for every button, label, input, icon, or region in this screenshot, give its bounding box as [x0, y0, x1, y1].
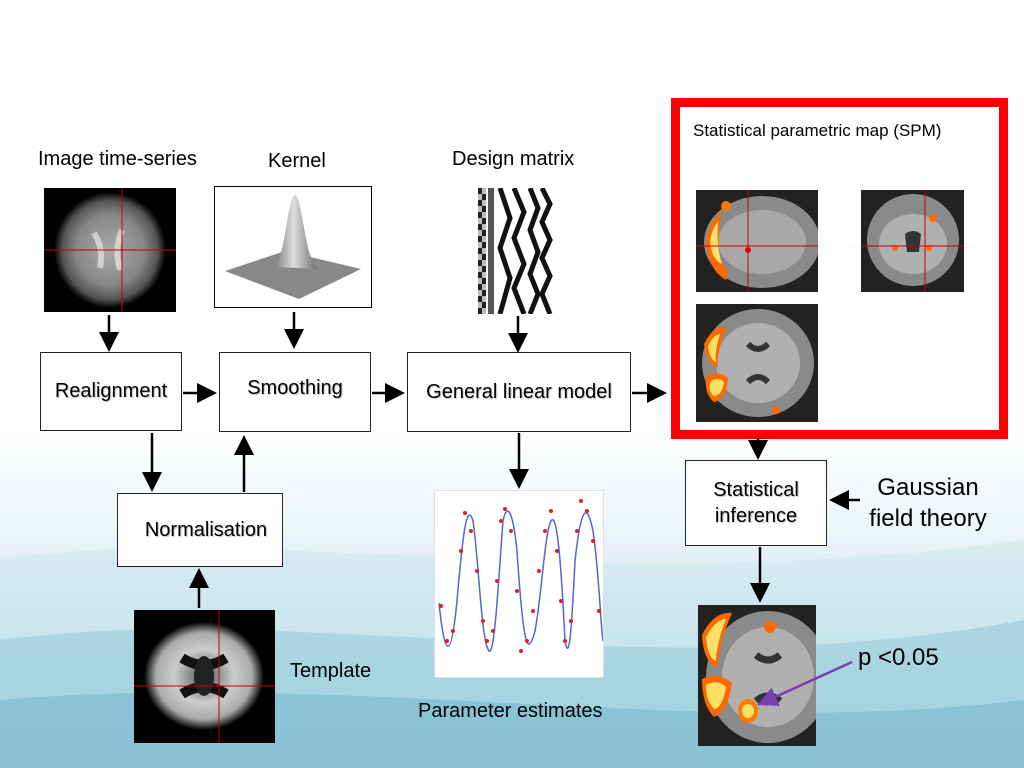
normalisation-box: Normalisation — [117, 493, 283, 567]
p-value-label: p <0.05 — [858, 644, 939, 671]
kernel-label: Kernel — [268, 150, 326, 172]
realignment-label: Realignment — [54, 380, 168, 402]
normalisation-label: Normalisation — [144, 518, 268, 541]
brain-time-series-image — [44, 188, 176, 312]
template-brain-image — [134, 610, 275, 743]
design-matrix-label: Design matrix — [452, 148, 575, 170]
general-linear-model-label: General linear model — [426, 380, 612, 403]
statistical-inference-box: Statistical inference — [685, 460, 827, 546]
parameter-estimates-plot — [434, 490, 604, 678]
spm-highlight-frame: Statistical parametric map (SPM) — [671, 98, 1008, 439]
gaussian-field-theory-label: Gaussian field theory — [869, 474, 987, 532]
statistical-inference-label: Statistical inference — [713, 479, 799, 527]
template-label: Template — [290, 660, 372, 682]
parameter-estimates-label: Parameter estimates — [418, 700, 603, 722]
realignment-box: Realignment — [40, 352, 182, 431]
spm-coronal-slice — [861, 190, 964, 292]
spm-result-image — [698, 605, 816, 746]
general-linear-model-box: General linear model — [407, 352, 631, 432]
design-matrix-image — [478, 188, 554, 314]
spm-axial-slice — [696, 304, 818, 422]
spm-sagittal-slice — [696, 190, 818, 292]
smoothing-label: Smoothing — [247, 376, 343, 399]
gaussian-kernel-image — [214, 186, 372, 308]
image-time-series-label: Image time-series — [38, 148, 197, 170]
smoothing-box: Smoothing — [219, 352, 371, 432]
slide-title: Overview of SPM — [225, 61, 704, 128]
spm-map-label: Statistical parametric map (SPM) — [693, 121, 942, 140]
